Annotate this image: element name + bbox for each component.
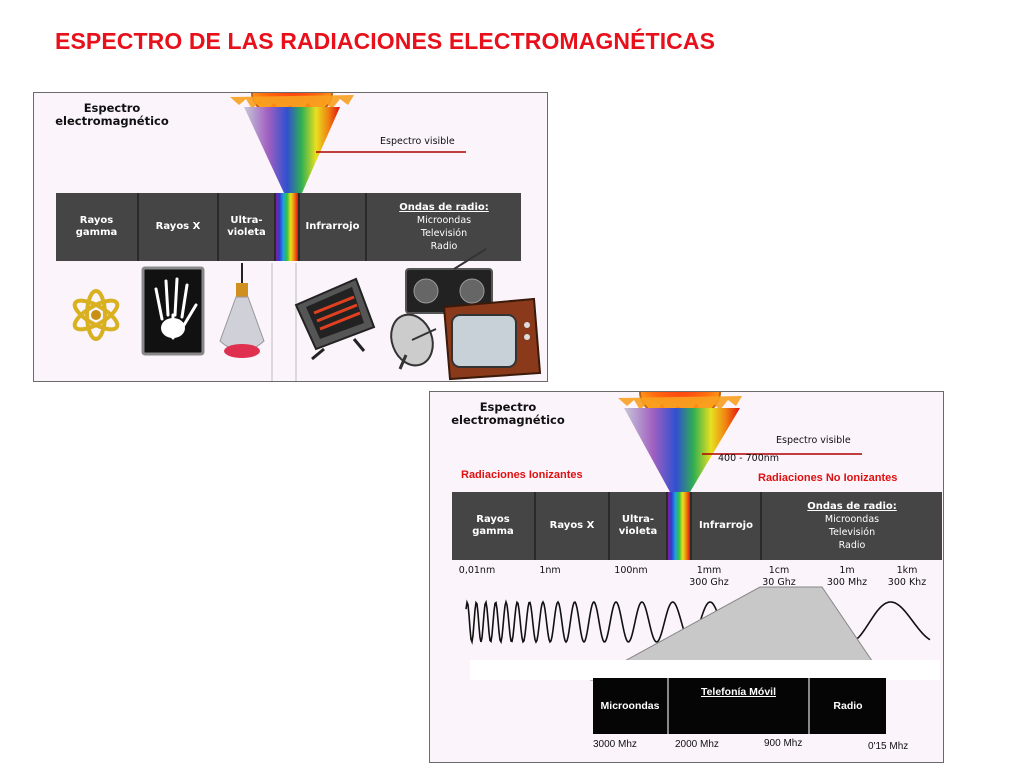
tick-label: 1nm [539, 565, 561, 576]
page-title: ESPECTRO DE LAS RADIACIONES ELECTROMAGNÉ… [55, 28, 716, 54]
television-icon [442, 297, 542, 381]
uv-lamp-icon [219, 263, 265, 358]
band-visible [276, 193, 300, 261]
band-radio: Ondas de radio: Microondas Televisión Ra… [367, 193, 521, 261]
visible-spectrum-label: Espectro visible [776, 435, 851, 446]
band-ultraviolet: Ultra- violeta [219, 193, 276, 261]
zoom-band: Microondas Telefonía Móvil Radio [593, 678, 886, 734]
panel-title-line1: Espectro [479, 400, 537, 414]
band-label: Infrarrojo [699, 520, 753, 531]
band-xray: Rayos X [139, 193, 219, 261]
band-ultraviolet: Ultra- violeta [610, 492, 668, 560]
band-radio: Ondas de radio: Microondas Televisión Ra… [762, 492, 942, 560]
radio-item: Microondas [416, 214, 472, 226]
xray-hand-icon [141, 266, 205, 356]
band-label: Rayos [79, 215, 114, 226]
panel-title-line2: electromagnético [451, 413, 565, 427]
band-visible [668, 492, 692, 560]
examples-illustrations [72, 248, 542, 381]
band-label: Rayos X [549, 520, 595, 531]
ionizing-label: Radiaciones Ionizantes [461, 469, 583, 481]
band-label: violeta [618, 526, 658, 537]
band-label: Ultra- [621, 514, 655, 525]
band-label: gamma [75, 227, 118, 238]
radio-header: Ondas de radio: [399, 201, 489, 213]
band-infrared: Infrarrojo [300, 193, 367, 261]
zoom-freq: 0'15 Mhz [868, 741, 909, 752]
light-cone [244, 107, 340, 193]
radio-icon [405, 248, 493, 314]
band-infrared: Infrarrojo [692, 492, 762, 560]
band-label: Rayos [476, 514, 510, 525]
spectrum-panel-top: Espectro electromagnético [33, 92, 548, 382]
heater-icon [294, 277, 376, 361]
atom-icon [72, 289, 120, 341]
panel-title-line2: electromagnético [55, 114, 169, 128]
band-label: Rayos X [155, 221, 201, 232]
tick-label: 0,01nm [458, 565, 496, 576]
panel-title: Espectro electromagnético [52, 102, 172, 128]
radio-item: Televisión [420, 227, 468, 239]
zoom-band-radio: Radio [833, 700, 863, 712]
spectrum-band: Rayos gamma Rayos X Ultra- violeta Infra… [56, 193, 521, 261]
band-label: Ultra- [230, 215, 263, 226]
sun-prism-illustration [618, 392, 862, 492]
light-cone [624, 408, 740, 492]
radio-item: Radio [430, 240, 458, 252]
spectrum-band: Rayos gamma Rayos X Ultra- violeta Infra… [452, 492, 942, 560]
spectrum-panel-bottom: Espectro electromagnético Espectro v [429, 391, 944, 763]
band-gamma: Rayos gamma [56, 193, 139, 261]
band-gamma: Rayos gamma [452, 492, 536, 560]
zoom-freq: 2000 Mhz [675, 739, 719, 750]
tick-label: 100nm [614, 565, 648, 576]
visible-spectrum-label: Espectro visible [380, 136, 455, 147]
band-label: gamma [472, 526, 514, 537]
zoom-band-microwave: Microondas [593, 678, 669, 734]
radio-item: Microondas [824, 513, 880, 525]
panel-title-line1: Espectro [83, 101, 141, 115]
satellite-dish-icon [390, 313, 437, 370]
panel-title: Espectro electromagnético [448, 401, 568, 427]
radio-item: Radio [838, 539, 866, 551]
band-xray: Rayos X [536, 492, 610, 560]
band-label: Infrarrojo [305, 221, 360, 232]
band-label: violeta [227, 227, 266, 238]
radio-header: Ondas de radio: [807, 500, 897, 512]
zoom-freq: 3000 Mhz [593, 739, 637, 750]
wave-illustration [465, 586, 940, 681]
visible-range-label: 400 - 700nm [718, 453, 780, 464]
sun-prism-illustration [230, 93, 466, 381]
zoom-freq: 900 Mhz [764, 738, 803, 749]
non-ionizing-label: Radiaciones No Ionizantes [758, 472, 898, 484]
radio-item: Televisión [828, 526, 876, 538]
zoom-band-mobile: Telefonía Móvil [669, 678, 810, 734]
